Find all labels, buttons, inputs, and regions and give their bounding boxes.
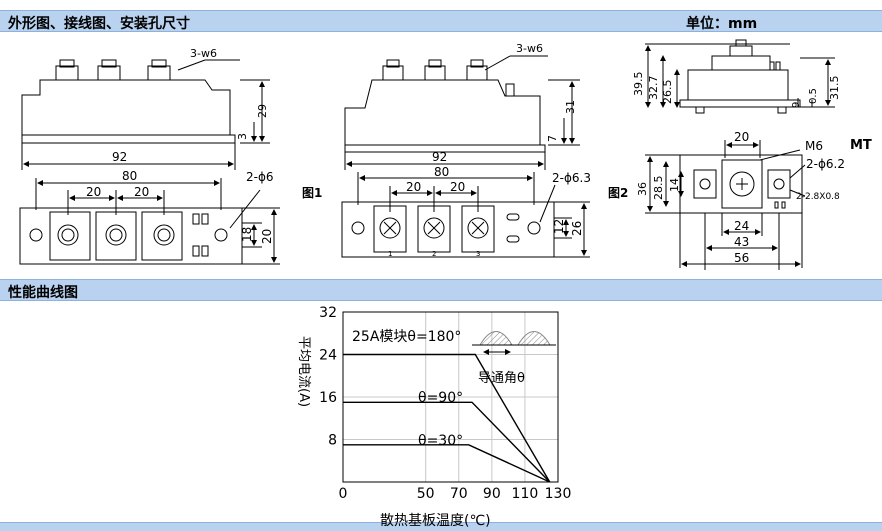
fig2-d32: 32.7 (647, 76, 660, 101)
y-tick-label: 24 (319, 348, 337, 364)
annotation-30: θ=30° (418, 433, 463, 449)
fig1-callout: 3-w6 (190, 47, 217, 60)
fig1-label: 图1 (302, 186, 322, 200)
x-tick-label: 130 (545, 486, 572, 502)
chart-grid (343, 312, 558, 482)
footer-bar (0, 522, 882, 531)
chart-ticks: 0 50 70 90 110 130 8 16 24 32 (319, 305, 571, 502)
fig1-base: 3 (236, 133, 249, 140)
fig2-d36: 36 (636, 182, 649, 196)
fig2-w20: 20 (734, 130, 749, 144)
fig1-width-total: 92 (112, 150, 127, 164)
mid-height: 31 (564, 100, 577, 114)
mid-terminal-1: 1 (388, 250, 392, 258)
fig2-hole: 2-ϕ6.2 (806, 157, 845, 171)
conduction-angle-legend (472, 331, 556, 355)
header-bar: 外形图、接线图、安装孔尺寸 单位：mm (0, 10, 882, 32)
header-title: 外形图、接线图、安装孔尺寸 (8, 16, 190, 32)
fig2-screw: M6 (805, 139, 823, 153)
mid-h26: 26 (570, 221, 584, 236)
mid-pitch-80: 80 (434, 165, 449, 179)
mid-terminal-3: 3 (476, 250, 480, 258)
fig1-pitch-80: 80 (122, 169, 137, 183)
mid-pitch-20a: 20 (406, 180, 421, 194)
fig2-model: MT (850, 138, 872, 153)
fig-mid-side-view (344, 55, 580, 170)
fig2-d14: 14 (668, 178, 681, 192)
x-tick-label: 70 (450, 486, 468, 502)
fig1-top-view (19, 178, 280, 265)
annotation-180: 25A模块θ=180° (352, 329, 461, 345)
fig2-label: 图2 (608, 186, 628, 200)
mid-terminal-2: 2 (432, 250, 436, 258)
fig1-height: 29 (256, 104, 269, 118)
fig2-tab: 2-2.8X0.8 (796, 192, 840, 202)
fig1-h20: 20 (260, 229, 274, 244)
chart-plot-frame (342, 311, 559, 483)
x-tick-label: 0 (339, 486, 348, 502)
mid-width-total: 92 (432, 150, 447, 164)
fig2-d31: 31.5 (828, 76, 841, 101)
section-title: 性能曲线图 (8, 285, 78, 301)
fig2-d26: 26.5 (661, 80, 674, 105)
section-bar-curves: 性能曲线图 (0, 279, 882, 301)
y-tick-label: 8 (328, 433, 337, 449)
fig2-w43: 43 (734, 235, 749, 249)
fig2-side-view (645, 39, 835, 114)
mid-callout: 3-w6 (516, 42, 543, 55)
fig1-pitch-20b: 20 (134, 185, 149, 199)
fig2-top-view (645, 140, 806, 270)
x-tick-label: 50 (417, 486, 435, 502)
fig1-hole: 2-ϕ6 (246, 170, 274, 184)
y-tick-label: 16 (319, 390, 337, 406)
series-line-1 (343, 401, 551, 483)
fig2-d9: 9 (791, 102, 802, 108)
unit-label: 单位：mm (686, 16, 758, 32)
fig1-h18: 18 (240, 227, 254, 242)
fig1-side-view (21, 59, 270, 170)
fig1-pitch-20a: 20 (86, 185, 101, 199)
series-line-0 (343, 353, 551, 483)
mid-pitch-20b: 20 (450, 180, 465, 194)
fig-mid-top-view (341, 172, 590, 258)
fig2-d05: 0.5 (808, 88, 819, 104)
legend-note: 导通角θ (478, 371, 525, 386)
y-tick-label: 32 (319, 305, 337, 321)
fig2-w56: 56 (734, 251, 749, 265)
fig2-d28: 28.5 (652, 176, 665, 201)
chart-series (343, 353, 551, 483)
annotation-90: θ=90° (418, 390, 463, 406)
mid-hole: 2-ϕ6.3 (552, 171, 591, 185)
x-tick-label: 90 (483, 486, 501, 502)
chart-ylabel: 平均电流(A) (296, 336, 311, 407)
fig2-w24: 24 (734, 219, 749, 233)
x-tick-label: 110 (512, 486, 539, 502)
mid-base: 7 (546, 135, 559, 142)
series-line-2 (343, 444, 551, 483)
mid-h12: 12 (552, 219, 566, 234)
fig2-d39: 39.5 (632, 72, 645, 97)
